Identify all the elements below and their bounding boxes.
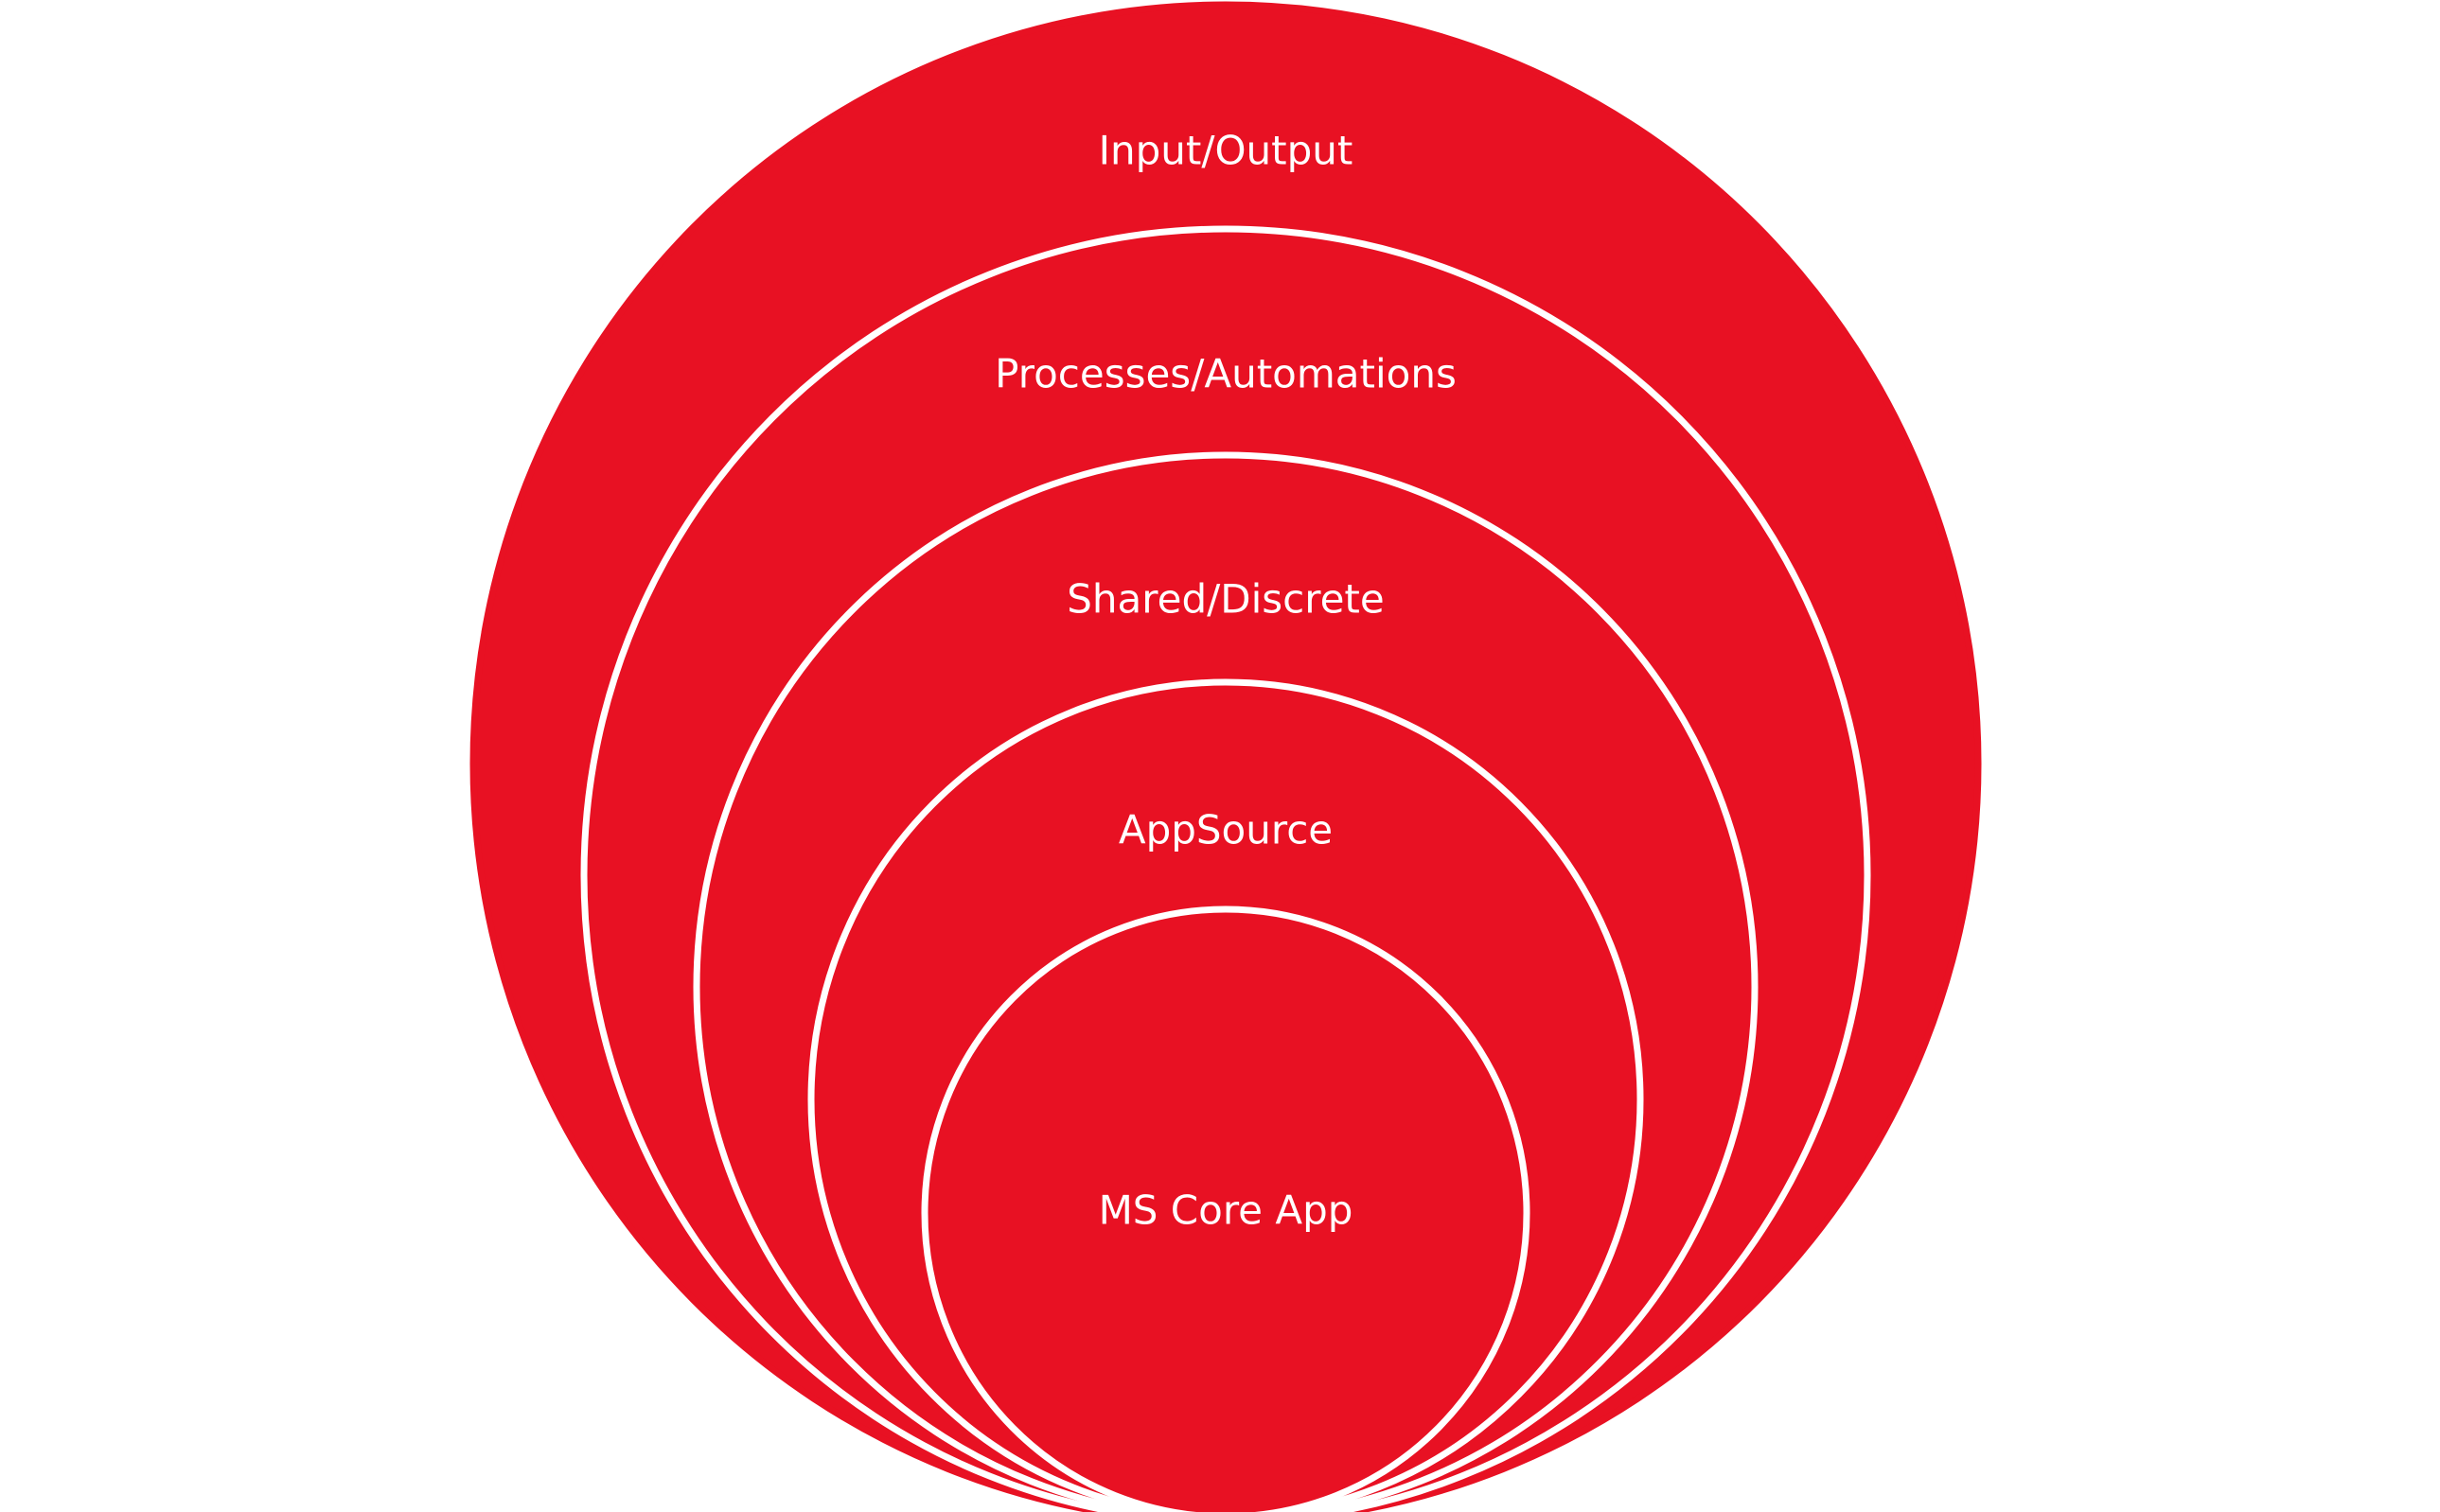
layer-label-input-output: Input/Output [1099, 128, 1353, 174]
layer-ellipse-ms-core-app [921, 905, 1530, 1512]
layer-label-ms-core-app: MS Core App [1099, 1187, 1353, 1234]
layer-ms-core-app: MS Core App [921, 905, 1530, 1512]
layer-label-appsource: AppSource [1119, 807, 1333, 853]
layer-label-processes-automations: Processes/Automations [995, 351, 1457, 397]
layer-label-shared-discrete: Shared/Discrete [1067, 576, 1385, 623]
